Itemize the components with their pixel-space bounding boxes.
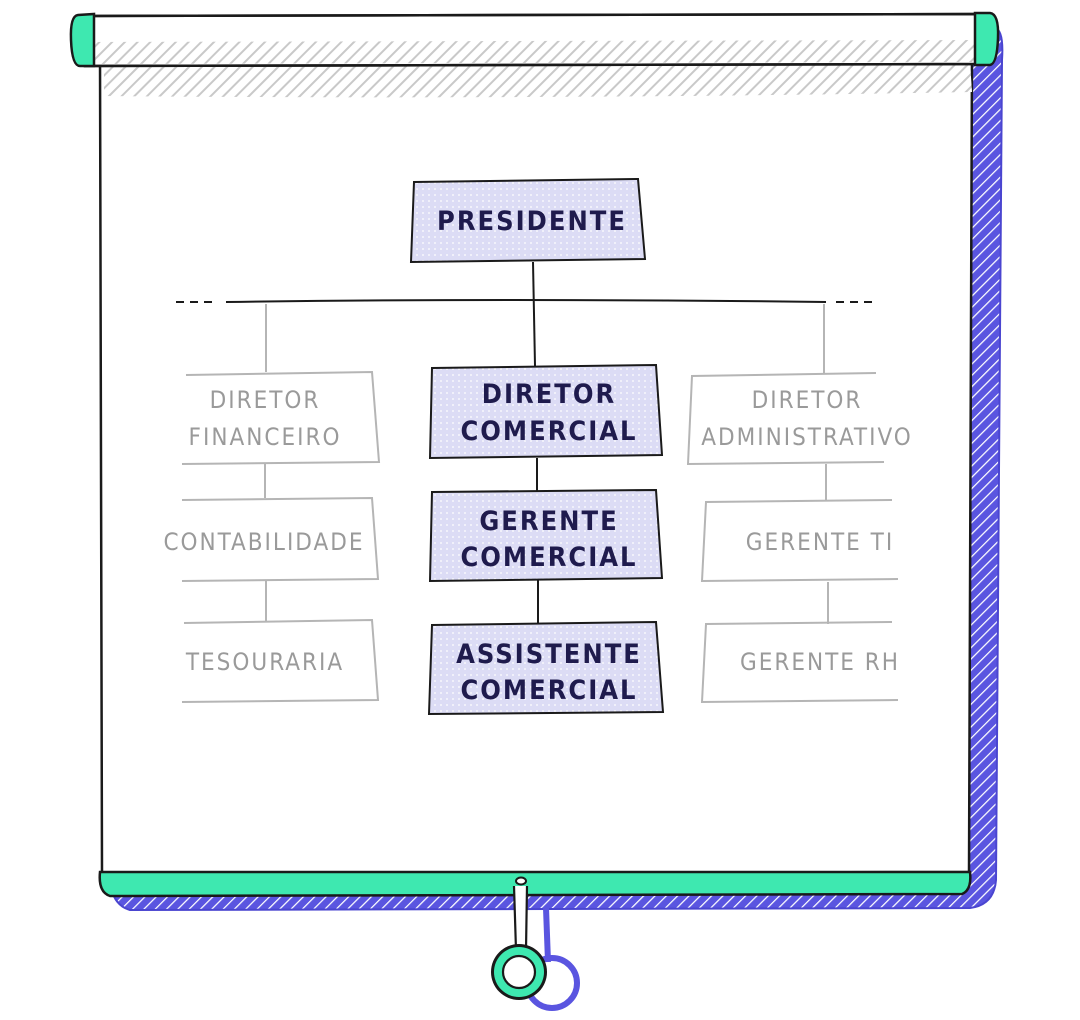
tesouraria-label: TESOURARIA	[185, 648, 344, 676]
diretor-administrativo-line2: ADMINISTRATIVO	[701, 423, 913, 451]
diretor-comercial-line2: COMERCIAL	[460, 416, 637, 447]
roller-cap-right	[973, 11, 1000, 67]
screen-shadow	[109, 26, 1004, 912]
presidente-label: PRESIDENTE	[437, 206, 627, 237]
node-gerente-comercial: GERENTE COMERCIAL	[428, 488, 664, 583]
diretor-administrativo-line1: DIRETOR	[752, 386, 863, 414]
bottom-roller	[98, 870, 972, 898]
diretor-comercial-line1: DIRETOR	[482, 379, 616, 410]
diretor-financeiro-line1: DIRETOR	[210, 386, 321, 414]
roller-cap-left	[69, 12, 96, 68]
gerente-comercial-line1: GERENTE	[479, 506, 618, 537]
node-presidente: PRESIDENTE	[409, 177, 647, 264]
org-chart: PRESIDENTE DIRETOR COMERCIAL GERENTE COM…	[163, 177, 913, 716]
pull-cord	[491, 885, 580, 1011]
diretor-financeiro-line2: FINANCEIRO	[189, 423, 342, 451]
gerente-rh-label: GERENTE RH	[740, 648, 900, 676]
top-roller	[69, 11, 1000, 98]
node-gerente-rh: GERENTE RH	[700, 621, 900, 704]
node-gerente-ti: GERENTE TI	[700, 499, 899, 583]
connector-lines	[176, 261, 876, 625]
node-diretor-financeiro: DIRETOR FINANCEIRO	[181, 370, 381, 465]
assistente-comercial-line1: ASSISTENTE	[456, 639, 642, 670]
gerente-comercial-line2: COMERCIAL	[460, 542, 637, 573]
node-diretor-administrativo: DIRETOR ADMINISTRATIVO	[686, 372, 913, 466]
assistente-comercial-line2: COMERCIAL	[460, 675, 637, 706]
pull-hole	[515, 876, 527, 886]
node-contabilidade: CONTABILIDADE	[163, 496, 380, 582]
node-tesouraria: TESOURARIA	[181, 618, 380, 703]
node-diretor-comercial: DIRETOR COMERCIAL	[428, 363, 664, 460]
node-assistente-comercial: ASSISTENTE COMERCIAL	[427, 620, 665, 716]
gerente-ti-label: GERENTE TI	[746, 528, 894, 556]
contabilidade-label: CONTABILIDADE	[163, 528, 364, 556]
